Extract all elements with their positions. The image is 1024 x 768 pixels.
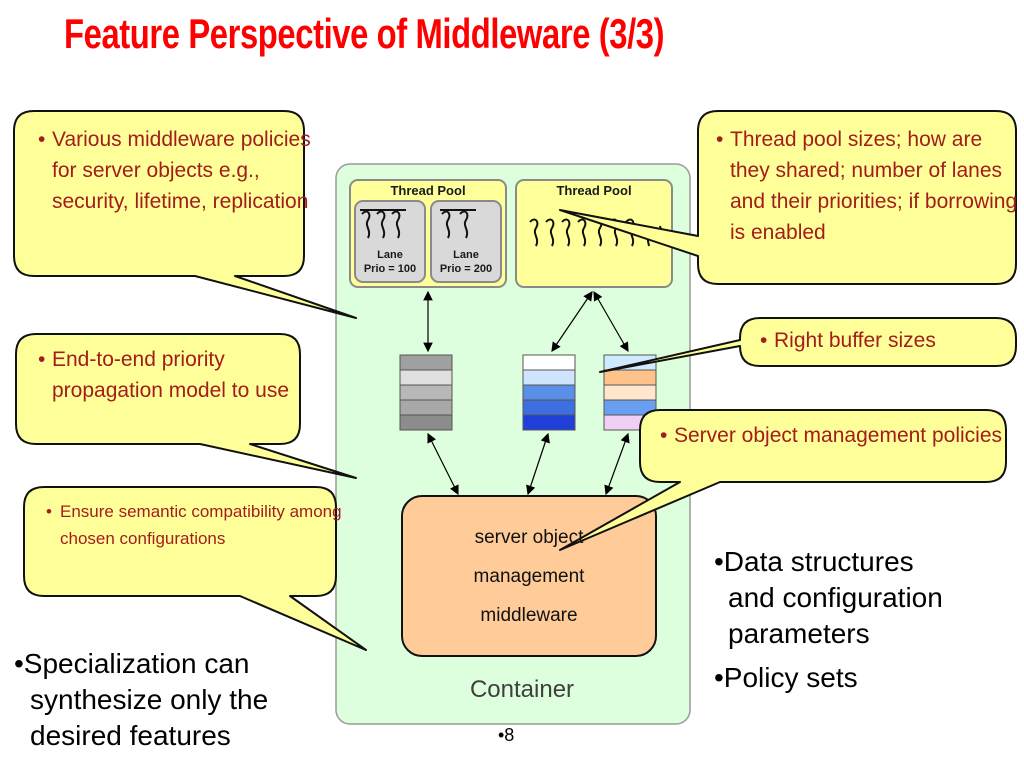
som-line-3: middleware (480, 605, 578, 626)
callout-buffer-shape (599, 317, 1017, 373)
callout-thread-pool: •Thread pool sizes; how are they shared;… (716, 128, 1018, 244)
lane-2-prio: Prio = 200 (439, 263, 493, 275)
callout-semantic-shape (23, 486, 367, 651)
arrow-buffer-blue-som (526, 432, 550, 496)
callout-som-policies: •Server object management policies (660, 424, 1003, 447)
arrow-pool-right-buffer-mixed (593, 290, 629, 353)
slide-number: •8 (498, 725, 515, 745)
thread-pool-right-title: Thread Pool (556, 183, 632, 198)
callout-priority-shape (15, 333, 357, 479)
bullet-right-line-1: •Data structures (714, 546, 914, 577)
arrow-buffer-mixed-som (604, 432, 630, 496)
callout-policies: •Various middleware policies for server … (38, 128, 311, 213)
container-label: Container (469, 676, 575, 703)
bullet-left-line-1: •Specialization can (14, 648, 250, 679)
thread-squiggles-lane-2 (440, 209, 476, 239)
buffer-queue-gray (399, 354, 453, 431)
thread-squiggles-lane-1 (360, 209, 406, 239)
lane-1-prio: Prio = 100 (363, 263, 417, 275)
callout-semantic: •Ensure semantic compatibility among cho… (46, 502, 342, 548)
callout-thread-pool-shape (559, 110, 1017, 285)
callout-buffer: •Right buffer sizes (760, 329, 936, 352)
callout-som-policies-shape (559, 409, 1007, 551)
slide-title: Feature Perspective of Middleware (3/3) (64, 10, 665, 57)
arrow-buffer-gray-som (427, 432, 459, 496)
lane-2-name: Lane (453, 249, 479, 261)
som-line-2: management (473, 566, 585, 587)
lane-2-box (430, 200, 502, 283)
bullet-right-line-4: •Policy sets (714, 662, 858, 693)
lane-1-box (354, 200, 426, 283)
buffer-queue-blue (522, 354, 576, 431)
arrow-pool-right-buffer-blue (551, 291, 593, 352)
callout-policies-shape (13, 110, 357, 319)
bullet-left-line-3: desired features (30, 720, 231, 751)
callout-priority: •End-to-end priority propagation model t… (38, 348, 289, 402)
bullets-left: •Specialization can synthesize only the … (14, 646, 334, 754)
bullet-right-line-2: and configuration (728, 582, 943, 613)
lane-1-name: Lane (377, 249, 403, 261)
som-line-1: server object (474, 527, 584, 548)
bullets-right: •Data structures and configuration param… (714, 544, 1014, 696)
bullet-left-line-2: synthesize only the (30, 684, 269, 715)
thread-pool-left-title: Thread Pool (390, 183, 466, 198)
bullet-right-line-3: parameters (728, 618, 870, 649)
